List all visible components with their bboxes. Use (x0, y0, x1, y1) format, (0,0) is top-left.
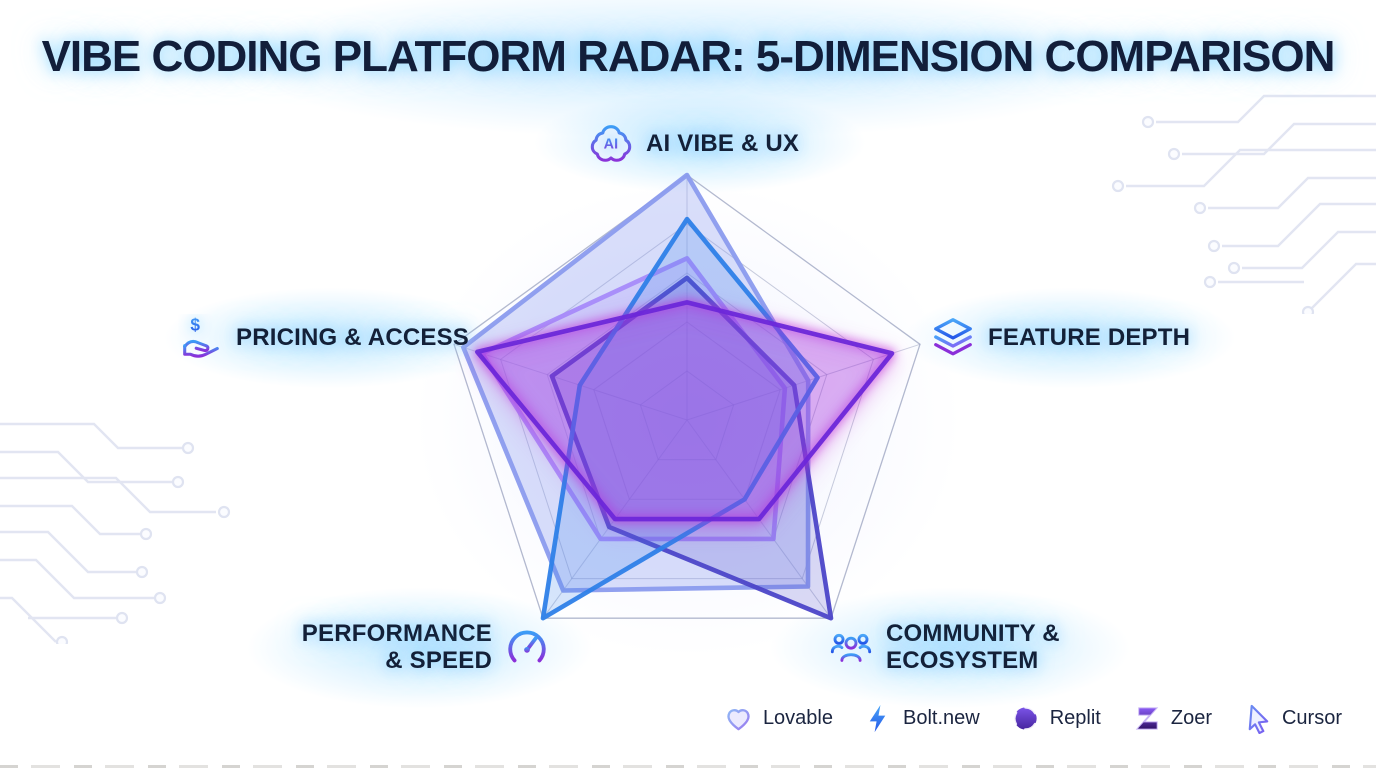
ai-icon-text: AI (604, 137, 619, 153)
axis-label-text: ECOSYSTEM (886, 647, 1039, 674)
radar-series-cursor (479, 255, 788, 542)
radar-series-replit (549, 275, 834, 621)
radar-series-lovable (460, 172, 811, 593)
legend-item-boltnew: Bolt.new (863, 703, 980, 734)
dollar-hand-icon: $ (183, 314, 219, 358)
radar-grid-ring (593, 321, 781, 500)
axis-label-text: & SPEED (385, 647, 492, 674)
bottom-edge-texture (0, 765, 1376, 768)
legend-label: Lovable (762, 707, 833, 729)
legend-label: Replit (1049, 707, 1101, 729)
axis-label-ai-vibe-ux: AI AI VIBE & UX (588, 120, 799, 166)
axis-label-text: PERFORMANCE (301, 620, 492, 647)
page-title: VIBE CODING PLATFORM RADAR: 5-DIMENSION … (41, 32, 1336, 81)
legend-label: Bolt.new (903, 707, 980, 729)
axis-label-feature-depth: FEATURE DEPTH (930, 314, 1190, 360)
legend-item-zoer: Zoer (1131, 703, 1212, 734)
axis-label-text: AI VIBE & UX (646, 129, 800, 157)
cursor-arrow-icon (1248, 704, 1269, 734)
axis-label-text: FEATURE DEPTH (988, 323, 1191, 351)
legend-item-lovable: Lovable (723, 703, 833, 734)
legend: Lovable Bolt.new Replit Zoer Cursor (723, 703, 1342, 734)
layers-icon (934, 318, 972, 356)
lightning-icon (869, 704, 886, 733)
z-icon (1135, 707, 1159, 730)
legend-item-cursor: Cursor (1242, 703, 1342, 734)
radar-grid-spoke (453, 343, 688, 421)
svg-text:$: $ (190, 314, 200, 334)
heart-icon (727, 709, 750, 731)
axis-label-community-ecosystem: COMMUNITY & ECOSYSTEM (828, 620, 1060, 674)
axis-label-text: PRICING & ACCESS (236, 323, 470, 351)
people-group-icon (830, 633, 872, 662)
axis-label-text: COMMUNITY & (886, 620, 1060, 647)
swirl-icon (1012, 706, 1037, 731)
radar-grid-ring (453, 174, 921, 619)
legend-item-replit: Replit (1010, 703, 1101, 734)
legend-label: Zoer (1170, 707, 1212, 729)
axis-label-pricing-access: $ PRICING & ACCESS (178, 314, 469, 360)
radar-series-zoer (474, 300, 895, 522)
ai-brain-icon: AI (590, 125, 632, 162)
speedometer-icon (508, 630, 546, 663)
legend-label: Cursor (1281, 707, 1342, 729)
radar-grid-ring (639, 370, 735, 461)
axis-label-performance-speed: PERFORMANCE & SPEED (240, 620, 550, 674)
radar-grid-spoke (686, 343, 921, 421)
